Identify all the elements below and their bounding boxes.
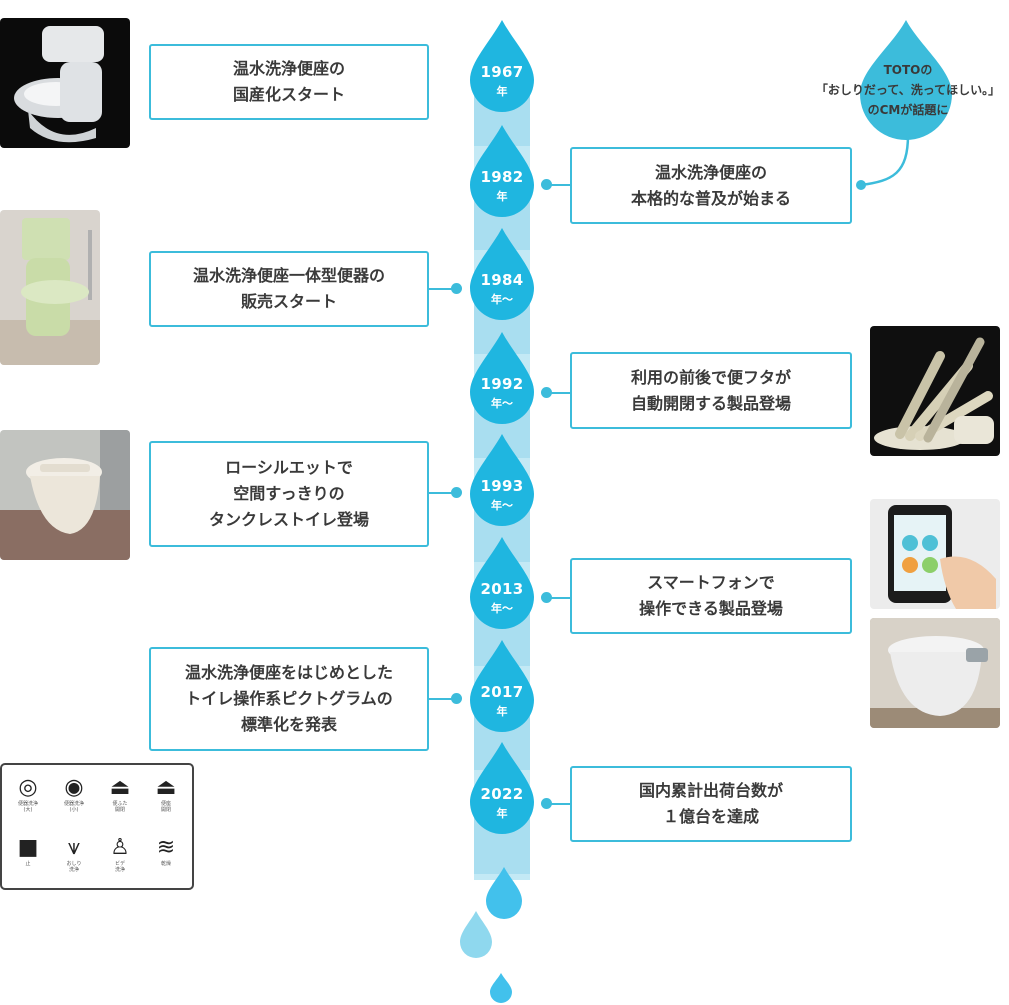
event-text: 温水洗浄便座の 国産化スタート (232, 59, 345, 104)
photo-toilet-2013 (870, 618, 1000, 728)
year-suffix: 年 (496, 190, 508, 203)
event-text: 利用の前後で便フタが 自動開閉する製品登場 (630, 367, 791, 413)
connector-line (547, 597, 571, 599)
year-suffix: 年 (496, 807, 508, 820)
stop-icon: ■ 止 (17, 835, 39, 867)
year-label: 1992 (480, 375, 524, 393)
cm-note-line3: のCMが話題に (867, 103, 949, 117)
spiral-small-icon: ◉ 便器洗浄 (小) (63, 775, 84, 813)
event-text: 温水洗浄便座をはじめとした トイレ操作系ピクトグラムの 標準化を発表 (184, 663, 393, 734)
water-drop-icon (490, 973, 512, 1003)
year-drop-1992: 1992 年〜 (466, 330, 538, 426)
year-label: 1993 (480, 477, 524, 495)
callout-curve (856, 134, 910, 190)
connector-line (428, 698, 458, 700)
connector-line (428, 492, 458, 494)
event-box-2017: 温水洗浄便座をはじめとした トイレ操作系ピクトグラムの 標準化を発表 (149, 647, 429, 751)
photo-smartphone-2013 (870, 499, 1000, 609)
water-drop-icon (460, 911, 492, 958)
year-label: 2022 (480, 785, 524, 803)
event-text: ローシルエットで 空間すっきりの タンクレストイレ登場 (208, 458, 369, 529)
connector-dot (541, 387, 552, 398)
photo-toilet-1993 (0, 430, 130, 560)
connector-dot (451, 487, 462, 498)
event-text: 温水洗浄便座一体型便器の 販売スタート (192, 266, 385, 311)
event-text: スマートフォンで 操作できる製品登場 (639, 573, 783, 618)
year-drop-2013: 2013 年〜 (466, 535, 538, 631)
year-drop-2022: 2022 年 (466, 740, 538, 836)
year-drop-1984: 1984 年〜 (466, 226, 538, 322)
cm-note-bubble: TOTOの 「おしりだって、洗ってほしい。」 のCMが話題に (808, 18, 1008, 198)
event-box-1967: 温水洗浄便座の 国産化スタート (149, 44, 429, 120)
event-box-2013: スマートフォンで 操作できる製品登場 (570, 558, 852, 634)
year-label: 1982 (480, 168, 524, 186)
year-suffix: 年 (496, 705, 508, 718)
year-drop-1967: 1967 年 (466, 18, 538, 114)
year-drop-1993: 1993 年〜 (466, 432, 538, 528)
photo-toilet-1967 (0, 18, 130, 148)
rear-wash-icon: ⩛ おしり 洗浄 (66, 835, 82, 873)
lid-open-icon: ⏏ 便座 開閉 (155, 775, 177, 813)
event-text: 温水洗浄便座の 本格的な普及が始まる (630, 162, 791, 208)
water-drop-icon (486, 867, 522, 919)
connector-line (428, 288, 458, 290)
connector-line (547, 392, 571, 394)
event-text: 国内累計出荷台数が １億台を達成 (638, 781, 783, 826)
event-box-1992: 利用の前後で便フタが 自動開閉する製品登場 (570, 352, 852, 429)
lid-seat-open-icon: ⏏ 便ふた 開閉 (109, 775, 131, 813)
connector-line (547, 803, 571, 805)
connector-dot (541, 179, 552, 190)
year-drop-2017: 2017 年 (466, 638, 538, 734)
year-suffix: 年〜 (491, 499, 513, 512)
cm-note-line2: 「おしりだって、洗ってほしい。」 (815, 83, 1001, 97)
dry-icon: ≋ 乾燥 (156, 835, 176, 867)
year-suffix: 年 (496, 85, 508, 98)
year-label: 1984 (480, 271, 524, 289)
year-suffix: 年〜 (491, 602, 513, 615)
photo-toilet-1984 (0, 210, 100, 365)
pictogram-panel: ◎ 便器洗浄 (大) ◉ 便器洗浄 (小) ⏏ 便ふた 開閉 ⏏ 便座 開閉 ■… (0, 763, 194, 890)
cm-note-line1: TOTOの (883, 63, 933, 77)
connector-dot (451, 693, 462, 704)
spiral-large-icon: ◎ 便器洗浄 (大) (17, 775, 38, 813)
event-box-2022: 国内累計出荷台数が １億台を達成 (570, 766, 852, 842)
year-suffix: 年〜 (491, 397, 513, 410)
event-box-1984: 温水洗浄便座一体型便器の 販売スタート (149, 251, 429, 327)
connector-line (547, 184, 571, 186)
connector-dot (541, 592, 552, 603)
connector-dot (451, 283, 462, 294)
year-label: 2017 (480, 683, 524, 701)
photo-auto-lid-1992 (870, 326, 1000, 456)
year-label: 1967 (480, 63, 524, 81)
water-drop-icon (860, 20, 952, 140)
event-box-1993: ローシルエットで 空間すっきりの タンクレストイレ登場 (149, 441, 429, 547)
year-suffix: 年〜 (491, 293, 513, 306)
year-drop-1982: 1982 年 (466, 123, 538, 219)
event-box-1982: 温水洗浄便座の 本格的な普及が始まる (570, 147, 852, 224)
bidet-wash-icon: ♙ ビデ 洗浄 (110, 835, 130, 873)
connector-dot (541, 798, 552, 809)
year-label: 2013 (480, 580, 524, 598)
